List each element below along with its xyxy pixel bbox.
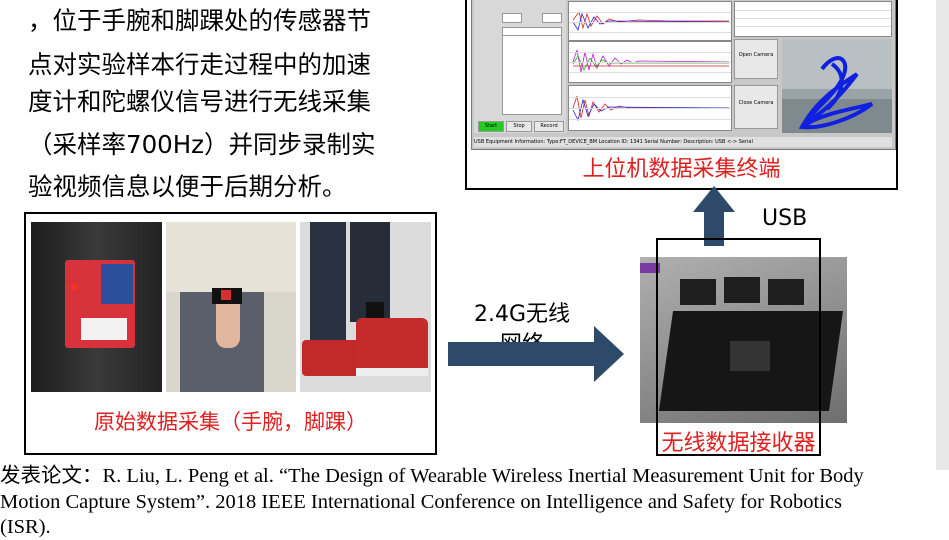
wireless-label-line1: 2.4G无线 <box>474 302 571 327</box>
record-button[interactable]: Record <box>534 121 564 132</box>
description-line: ，位于手腕和脚踝处的传感器节 <box>28 6 371 35</box>
description-line: 验视频信息以便于后期分析。 <box>28 172 347 201</box>
signal-trace <box>572 95 730 122</box>
right-edge-strip <box>936 0 949 470</box>
gui-caption: 上位机数据采集终端 <box>582 157 781 182</box>
gui-field <box>542 13 562 23</box>
gui-status-bar: USB Equipment Information: Type:FT_DEVIC… <box>474 137 892 147</box>
gui-screenshot: Start Stop Record Open Camera Close Came… <box>471 0 896 150</box>
receiver-frame <box>656 238 821 456</box>
wrist-photo <box>166 222 296 392</box>
description-line: （采样率700Hz）并同步录制实 <box>28 130 376 159</box>
signal-plot <box>568 1 732 41</box>
photos-caption: 原始数据采集（手腕，脚踝） <box>94 410 367 434</box>
receiver-board-photo <box>640 257 847 423</box>
signal-plot <box>568 85 732 131</box>
right-arrow <box>448 326 624 382</box>
usb-label: USB <box>762 206 808 231</box>
stop-button[interactable]: Stop <box>506 121 532 132</box>
start-button[interactable]: Start <box>478 121 504 132</box>
gui-terminal-box: Start Stop Record Open Camera Close Came… <box>465 0 898 190</box>
receiver-caption: 无线数据接收器 <box>661 431 816 456</box>
description-line: 度计和陀螺仪信号进行无线采集 <box>28 87 371 116</box>
photos-box: 原始数据采集（手腕，脚踝） <box>24 212 437 455</box>
gui-field <box>502 13 522 23</box>
signal-trace <box>572 11 730 32</box>
citation-line: 发表论文：R. Liu, L. Peng et al. “The Design … <box>0 465 864 487</box>
gui-log-area <box>502 35 562 115</box>
citation-line: Motion Capture System”. 2018 IEEE Intern… <box>0 491 842 513</box>
scribble-mark <box>798 56 874 130</box>
ankle-photo <box>300 222 431 392</box>
camera-feed <box>782 39 892 133</box>
close-camera-button[interactable]: Close Camera <box>734 85 778 129</box>
sensor-board-photo <box>31 222 162 392</box>
orientation-plot <box>734 1 892 37</box>
up-arrow <box>693 186 735 246</box>
signal-plot <box>568 41 732 83</box>
gui-control-panel <box>474 0 566 133</box>
open-camera-button[interactable]: Open Camera <box>734 39 778 79</box>
description-line: 点对实验样本行走过程中的加速 <box>28 50 371 79</box>
